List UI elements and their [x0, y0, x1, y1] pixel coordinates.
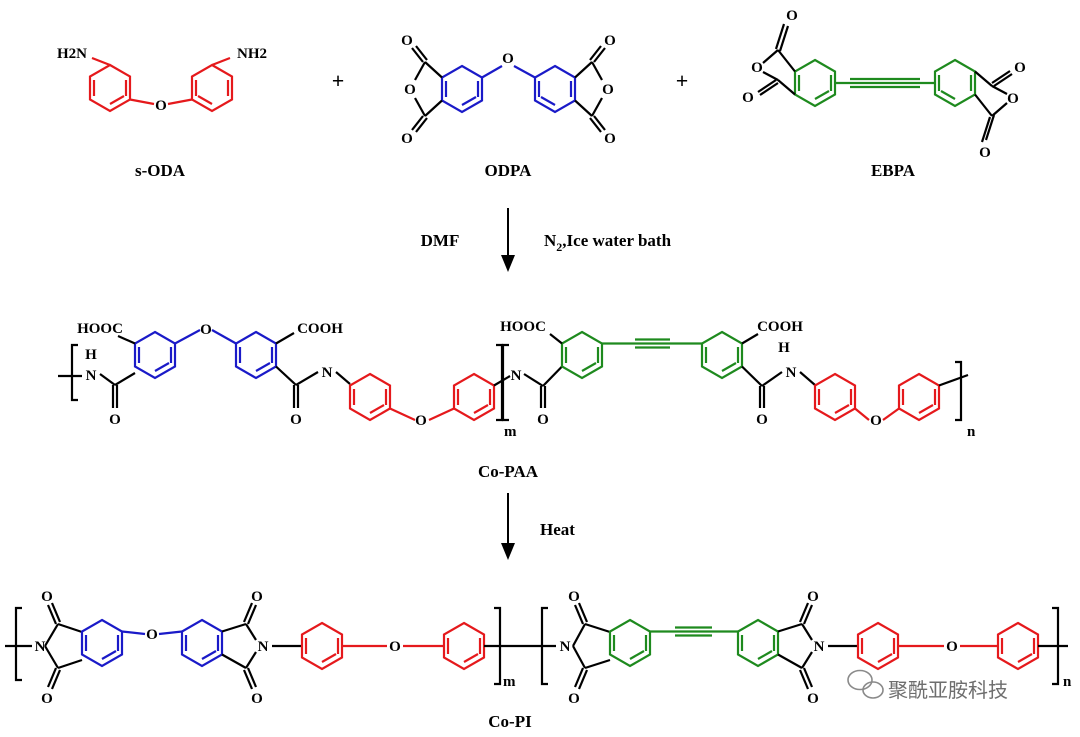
ebpa-o: O [1014, 60, 1026, 76]
paa-nh-n: N [322, 365, 333, 381]
pi-carbonyl-o: O [251, 691, 263, 707]
pi-carbonyl-o: O [41, 691, 53, 707]
paa-nh-n: N [511, 368, 522, 384]
pi-ether-o: O [946, 639, 958, 655]
pi-carbonyl-o: O [568, 691, 580, 707]
co-pi-structure [5, 602, 1068, 690]
odpa-o: O [602, 82, 614, 98]
co-paa-structure [58, 329, 969, 422]
oda-amine-right: NH2 [237, 46, 267, 62]
paa-carbonyl-o: O [756, 412, 768, 428]
watermark: 聚酰亚胺科技 [847, 669, 1008, 702]
odpa-o: O [401, 131, 413, 147]
odpa-o: O [604, 131, 616, 147]
step1-conditions: N2,Ice water bath [544, 231, 672, 254]
paa-acid-right: COOH [297, 321, 343, 337]
ebpa-o: O [1007, 91, 1019, 107]
paa-acid-left: HOOC [500, 319, 546, 335]
paa-nh-h: H [85, 347, 97, 363]
pi-imide-n: N [35, 639, 46, 655]
pi-ether-o: O [146, 627, 158, 643]
s-oda-label: s-ODA [135, 161, 186, 180]
odpa-o: O [404, 82, 416, 98]
paa-repeat-n: n [967, 424, 976, 440]
paa-ether-o: O [415, 413, 427, 429]
pi-carbonyl-o: O [807, 691, 819, 707]
ebpa-o: O [786, 8, 798, 24]
co-pi-label: Co-PI [488, 712, 532, 731]
paa-carbonyl-o: O [290, 412, 302, 428]
pi-carbonyl-o: O [568, 589, 580, 605]
paa-carbonyl-o: O [109, 412, 121, 428]
step2-arrow [501, 493, 515, 560]
pi-repeat-m: m [503, 674, 516, 690]
plus-sign: + [332, 68, 345, 93]
ebpa-structure [757, 23, 1013, 143]
paa-repeat-m: m [504, 424, 517, 440]
oda-ether-o: O [155, 98, 167, 114]
pi-carbonyl-o: O [807, 589, 819, 605]
pi-imide-n: N [258, 639, 269, 655]
ebpa-o: O [751, 60, 763, 76]
paa-nh-n: N [786, 365, 797, 381]
paa-acid-left: HOOC [77, 321, 123, 337]
step1-solvent: DMF [421, 231, 460, 250]
oda-amine-left: H2N [57, 46, 87, 62]
paa-ether-o: O [870, 413, 882, 429]
wechat-icon [847, 669, 884, 699]
odpa-o: O [604, 33, 616, 49]
ebpa-o: O [742, 90, 754, 106]
pi-imide-n: N [814, 639, 825, 655]
ebpa-o: O [979, 145, 991, 161]
pi-carbonyl-o: O [251, 589, 263, 605]
step2-heat: Heat [540, 520, 575, 539]
plus-sign: + [676, 68, 689, 93]
s-oda-structure [88, 56, 234, 113]
paa-ether-o: O [200, 322, 212, 338]
paa-carbonyl-o: O [537, 412, 549, 428]
watermark-text: 聚酰亚胺科技 [888, 678, 1008, 702]
co-paa-label: Co-PAA [478, 462, 539, 481]
paa-nh-h: H [778, 340, 790, 356]
pi-ether-o: O [389, 639, 401, 655]
pi-carbonyl-o: O [41, 589, 53, 605]
odpa-o: O [401, 33, 413, 49]
pi-repeat-n: n [1063, 674, 1072, 690]
odpa-label: ODPA [485, 161, 533, 180]
ebpa-label: EBPA [871, 161, 916, 180]
odpa-ether-o: O [502, 51, 514, 67]
pi-imide-n: N [560, 639, 571, 655]
step1-arrow [501, 208, 515, 272]
paa-nh-n: N [86, 368, 97, 384]
odpa-structure [411, 45, 606, 133]
paa-acid-right: COOH [757, 319, 803, 335]
